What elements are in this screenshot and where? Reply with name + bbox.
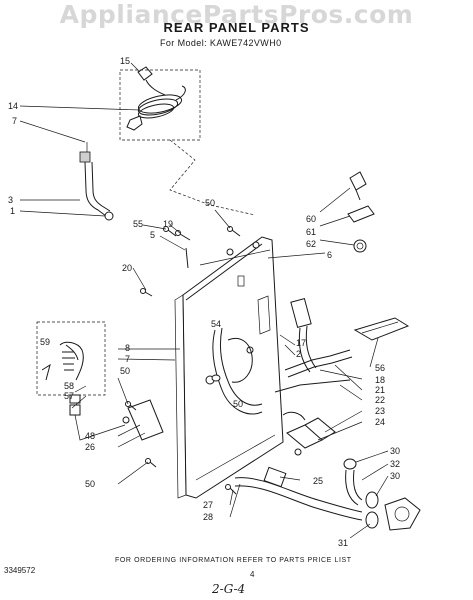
callout-50-mid: 50 (120, 366, 130, 376)
pump-hose-part (274, 298, 353, 456)
callout-58: 58 (64, 381, 74, 391)
mount-bracket-part (127, 399, 164, 441)
callout-1: 1 (10, 206, 15, 216)
callout-59: 59 (40, 337, 50, 347)
callout-60: 60 (306, 214, 316, 224)
inlet-hose-part (79, 142, 114, 221)
cord-route-line (169, 139, 256, 216)
document-id: 3349572 (4, 566, 36, 575)
callout-25: 25 (313, 476, 323, 486)
rear-panel-part (174, 236, 284, 499)
callout-14: 14 (8, 101, 18, 111)
pump-fitting-part (343, 458, 421, 531)
ordering-note: FOR ORDERING INFORMATION REFER TO PARTS … (115, 557, 352, 564)
callout-54: 54 (211, 319, 221, 329)
internal-hose-part (211, 327, 263, 415)
callout-24: 24 (375, 417, 385, 427)
callout-8: 8 (125, 343, 130, 353)
callout-3: 3 (8, 195, 13, 205)
callout-6: 6 (327, 250, 332, 260)
callout-numbers: 15 14 7 3 1 50 55 19 5 60 61 62 6 20 54 … (8, 56, 400, 548)
callout-31: 31 (338, 538, 348, 548)
callout-50-bottom: 50 (85, 479, 95, 489)
callout-50-top: 50 (205, 198, 215, 208)
drain-hose-part (234, 477, 363, 521)
callout-17: 17 (296, 338, 306, 348)
callout-30-top: 30 (390, 446, 400, 456)
callout-57: 57 (64, 391, 74, 401)
callout-7-top: 7 (12, 116, 17, 126)
callout-32: 32 (390, 459, 400, 469)
latch-parts (347, 171, 375, 253)
callout-28: 28 (203, 512, 213, 522)
callout-30-bottom: 30 (390, 471, 400, 481)
power-cord-part (119, 66, 201, 141)
callout-20: 20 (122, 263, 132, 273)
leader-lines (19, 62, 389, 539)
callout-7-mid: 7 (125, 354, 130, 364)
callout-18: 18 (375, 375, 385, 385)
callout-2: 2 (296, 349, 301, 359)
coupler-part (263, 466, 287, 488)
bracket-edge (361, 321, 399, 334)
callout-21: 21 (375, 385, 385, 395)
callout-19: 19 (163, 219, 173, 229)
model-number: For Model: KAWE742VWH0 (160, 38, 282, 48)
page-title: REAR PANEL PARTS (163, 20, 310, 35)
watermark: AppliancePartsPros.com (59, 0, 414, 29)
handwritten-note: 2-G-4 (212, 582, 246, 596)
bracket-part (353, 317, 410, 341)
callout-27: 27 (203, 500, 213, 510)
callout-5: 5 (150, 230, 155, 240)
callout-50-panel: 50 (233, 399, 243, 409)
callout-26: 26 (85, 442, 95, 452)
callout-48: 48 (85, 431, 95, 441)
callout-23: 23 (375, 406, 385, 416)
callout-15: 15 (120, 56, 130, 66)
callout-56: 56 (375, 363, 385, 373)
callout-55: 55 (133, 219, 143, 229)
callout-61: 61 (306, 227, 316, 237)
screws (125, 226, 241, 495)
callout-62: 62 (306, 239, 316, 249)
page-number: 4 (250, 570, 255, 579)
mount-screw (122, 416, 130, 424)
callout-22: 22 (375, 395, 385, 405)
hose-kit-part (36, 321, 126, 441)
